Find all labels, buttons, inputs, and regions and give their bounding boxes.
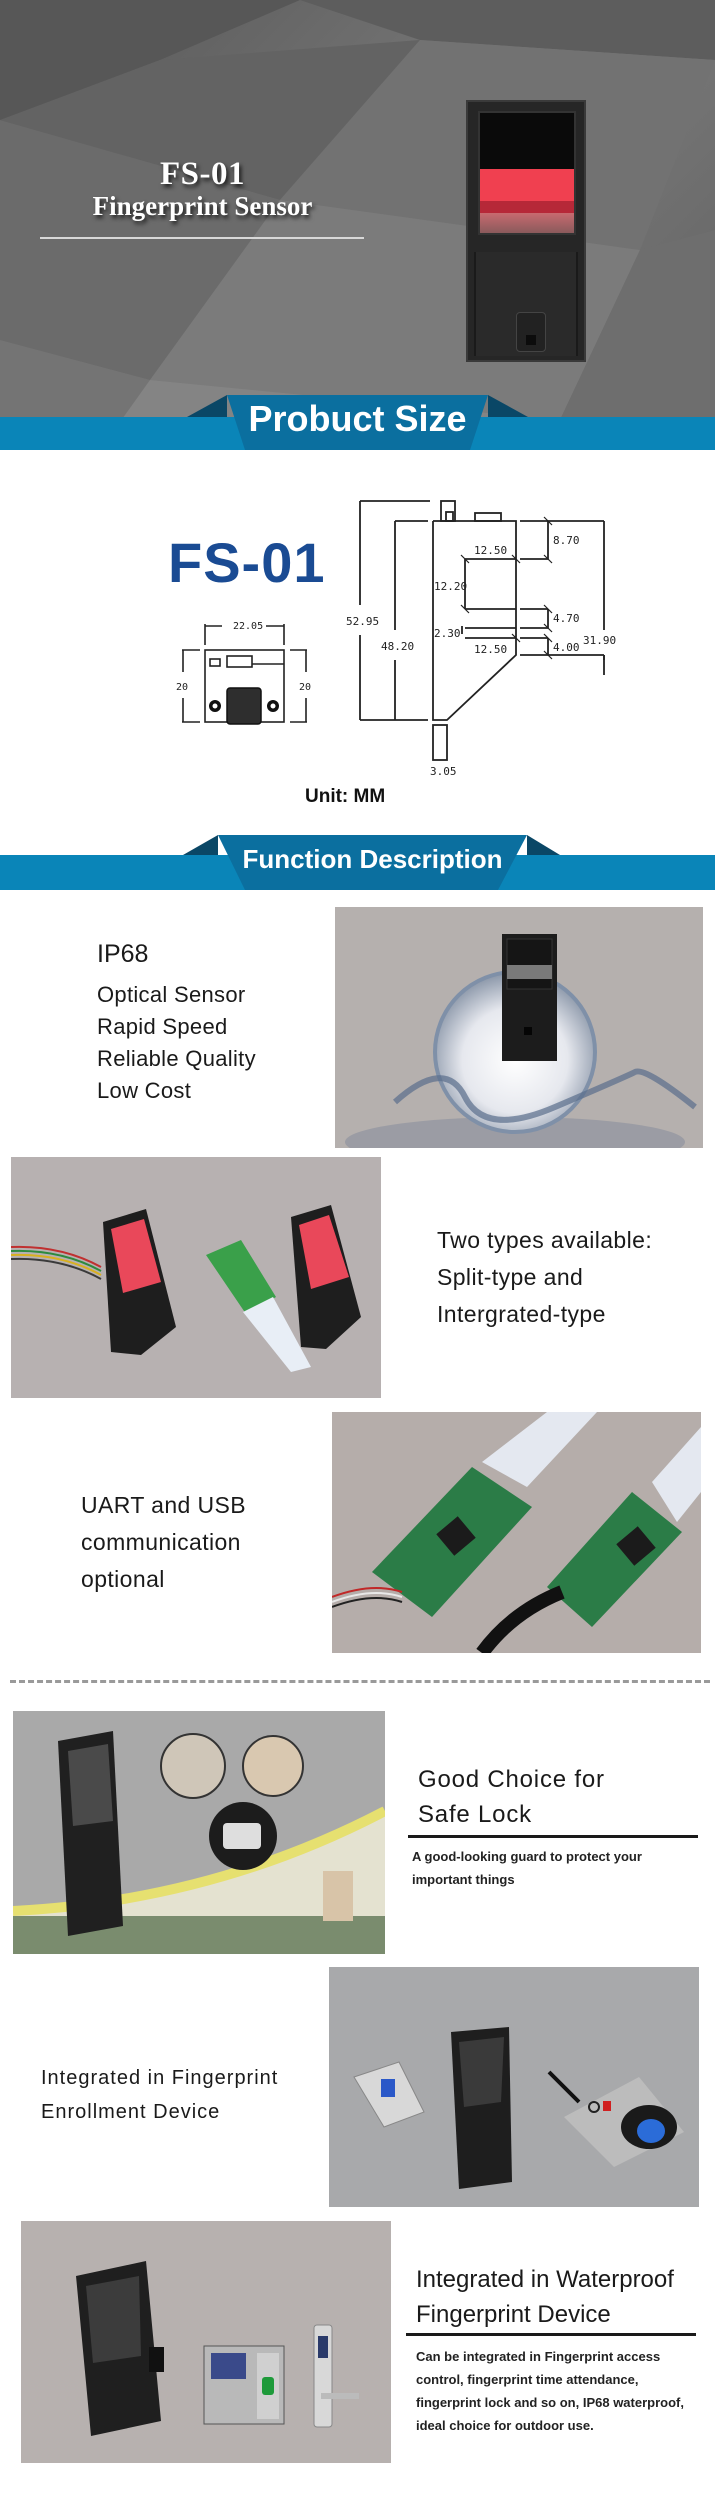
title-line: Integrated in Waterproof [416,2266,674,2293]
window-height-label: 12.20 [434,580,467,593]
feature-item: Low Cost [97,1078,192,1103]
dimension-drawing: 22.05 20 20 52.95 [176,500,616,778]
body-line: fingerprint lock and so on, IP68 waterpr… [416,2395,684,2410]
hero-model: FS-01 [160,156,245,192]
gap-below-window-label: 4.70 [553,612,580,625]
title-line: Fingerprint Device [416,2301,611,2328]
feature-ip68: IP68 Optical Sensor Rapid Speed Reliable… [97,940,256,1107]
feature-ip68-title: IP68 [97,940,149,968]
feature-communication: UART and USB communication optional [81,1487,246,1598]
feature-two-types: Two types available: Split-type and Inte… [437,1222,652,1333]
application-safe-lock-body: A good-looking guard to protect your imp… [412,1845,642,1891]
window-width-bottom-label: 12.50 [474,643,507,656]
board-height-right-label: 20 [299,682,311,693]
waterproof-divider [406,2333,696,2336]
feature-line: Intergrated-type [437,1301,606,1327]
feature-line: UART and USB [81,1492,247,1518]
body-line: A good-looking guard to protect your [412,1849,642,1864]
window-offset-top-label: 8.70 [553,534,580,547]
hero-title: FS-01 Fingerprint Sensor [40,158,365,220]
feature-line: communication [81,1529,241,1555]
body-line: ideal choice for outdoor use. [416,2418,594,2433]
application-waterproof-title: Integrated in Waterproof Fingerprint Dev… [416,2262,674,2332]
sensor-window [478,111,576,235]
application-waterproof-body: Can be integrated in Fingerprint access … [416,2345,684,2437]
hero-product-name: Fingerprint Sensor [92,191,313,221]
board-height-left-label: 20 [176,682,188,693]
waterproof-device-image [21,2221,391,2463]
strip-height-label: 2.30 [434,627,461,640]
interface-board-image [332,1412,701,1653]
title-line: Safe Lock [418,1801,532,1828]
body-line: important things [412,1872,515,1887]
body-line: control, fingerprint time attendance, [416,2372,639,2387]
feature-line: Enrollment Device [41,2101,221,2123]
application-enrollment: Integrated in Fingerprint Enrollment Dev… [41,2061,278,2129]
feature-item: Reliable Quality [97,1046,256,1071]
product-size-heading: Probuct Size [248,398,467,439]
feature-line: optional [81,1566,165,1592]
board-width-label: 22.05 [233,621,263,632]
stem-width-label: 3.05 [430,765,457,778]
feature-line: Integrated in Fingerprint [41,2067,279,2089]
sensor-connector [516,312,546,352]
product-size-banner: Probuct Size [0,395,715,451]
dimension-model-label: FS-01 [168,531,326,594]
hero-sensor-image [466,100,586,362]
two-types-image [11,1157,381,1398]
application-safe-lock-title: Good Choice for Safe Lock [418,1762,605,1832]
unit-label: Unit: MM [305,786,386,807]
enrollment-device-image [329,1967,699,2207]
window-width-top-label: 12.50 [474,544,507,557]
hero-banner: FS-01 Fingerprint Sensor [0,0,715,450]
body-line: Can be integrated in Fingerprint access [416,2349,661,2364]
title-line: Good Choice for [418,1766,605,1793]
polygon-background [0,0,715,450]
right-span-label: 31.90 [583,634,616,647]
feature-line: Split-type and [437,1264,584,1290]
feature-item: Optical Sensor [97,982,246,1007]
safe-lock-divider [408,1835,698,1838]
waterproof-image [335,907,703,1148]
section-divider [10,1680,710,1683]
body-height-label: 48.20 [381,640,414,653]
function-description-heading: Function Description [242,844,503,874]
feature-line: Two types available: [437,1227,653,1253]
sensor-base [474,252,578,356]
hero-divider [40,237,364,239]
feature-item: Rapid Speed [97,1014,228,1039]
safe-lock-image [13,1711,385,1954]
function-description-banner: Function Description [0,835,715,891]
bottom-offset-label: 4.00 [553,641,580,654]
total-height-label: 52.95 [346,615,379,628]
